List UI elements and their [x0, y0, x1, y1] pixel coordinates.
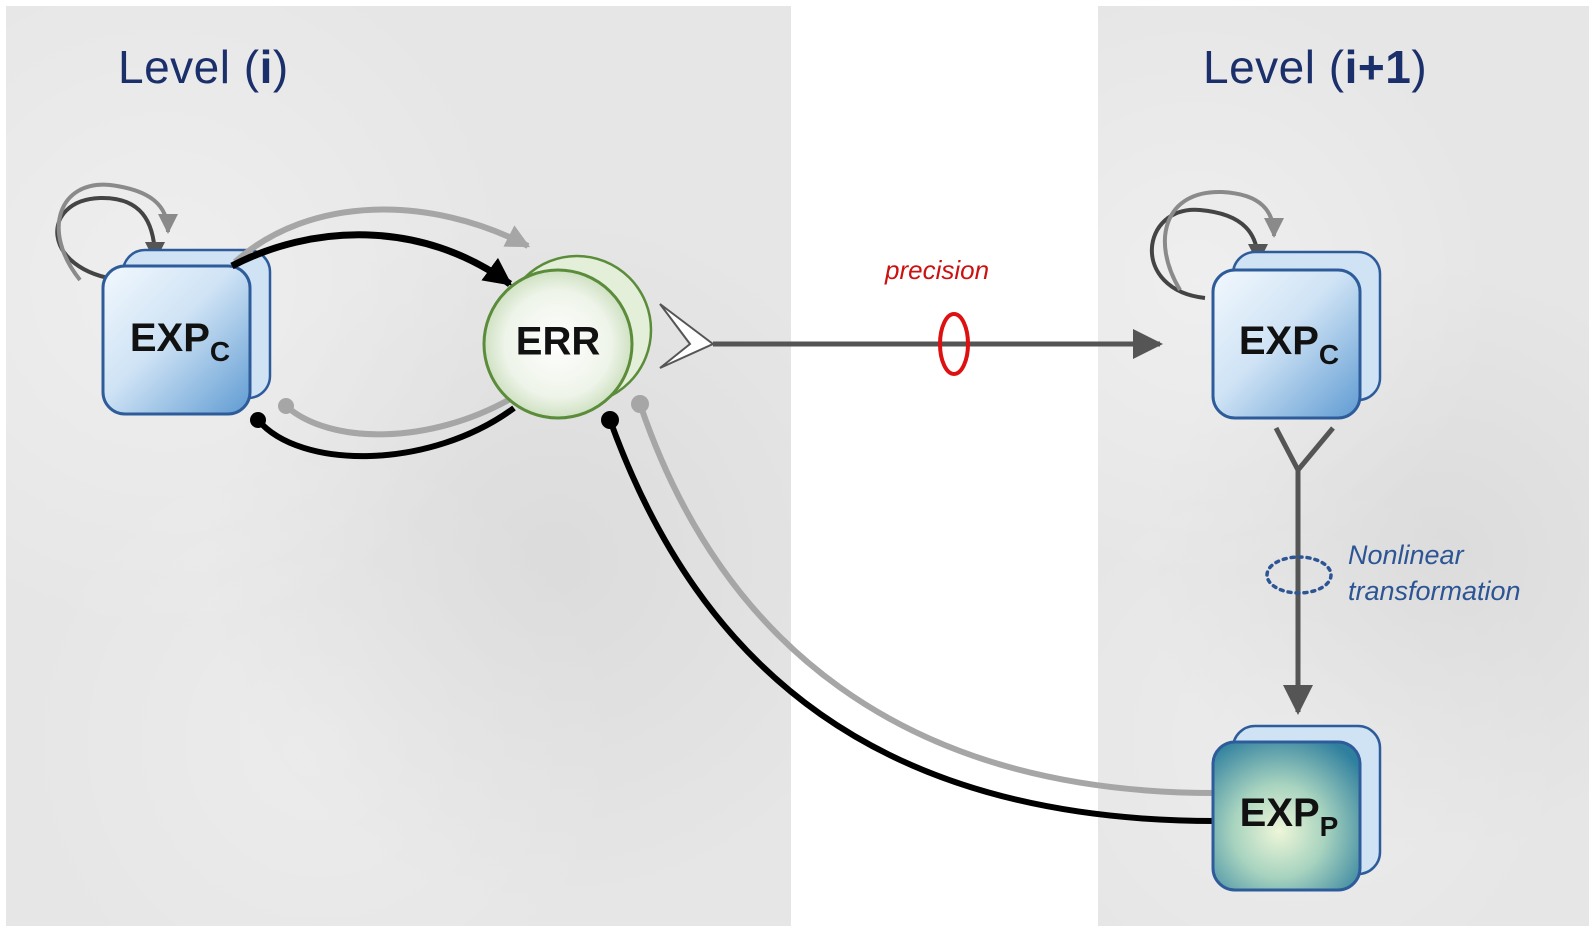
- exp-c-left-label: EXPC: [129, 316, 231, 367]
- exp-p-node: [1211, 724, 1382, 892]
- level-i-title: Level (i): [118, 41, 289, 93]
- err-label: ERR: [515, 319, 601, 364]
- nonlinear-line-1: Nonlinear: [1348, 540, 1464, 570]
- nonlinear-transformation-ellipse: [1265, 555, 1333, 595]
- err-to-next-level-arrow: [659, 303, 1163, 369]
- exp-p-label: EXPP: [1239, 791, 1339, 842]
- err-node: [482, 254, 653, 420]
- level-i-plus-1-panel: [1098, 6, 1589, 926]
- level-i-panel: [6, 6, 791, 926]
- level-i-plus-1-title: Level (i+1): [1203, 41, 1428, 93]
- exp-c-to-exp-p-arrow: [1273, 426, 1335, 715]
- precision-label: precision: [885, 255, 990, 285]
- exp-c-right-label: EXPC: [1238, 319, 1340, 370]
- precision-gain-ellipse: [938, 312, 970, 376]
- exp-to-err-arrows: [230, 206, 531, 287]
- exp-c-right-self-loop: [1149, 189, 1284, 300]
- exp-c-right-node: [1211, 250, 1382, 420]
- exp-p-to-err-inhibitory: [601, 395, 1216, 824]
- nonlinear-line-2: transformation: [1348, 576, 1521, 606]
- exp-c-left-node: [101, 248, 272, 416]
- err-to-exp-inhibitory: [250, 395, 516, 459]
- exp-c-left-self-loop: [55, 182, 178, 282]
- nonlinear-transformation-label: Nonlinear transformation: [1348, 537, 1521, 609]
